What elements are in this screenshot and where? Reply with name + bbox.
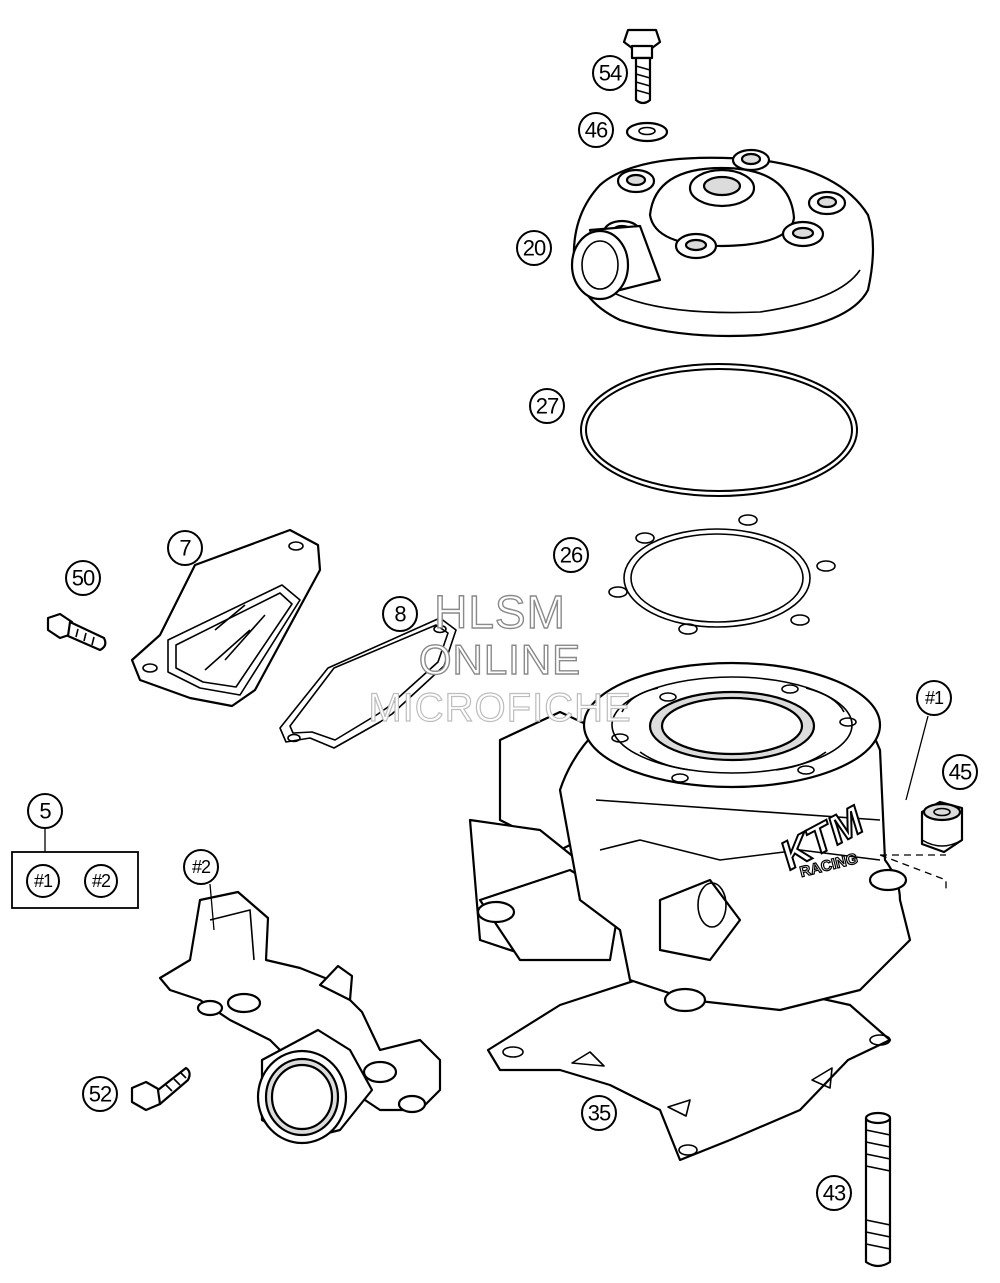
nut-stud-guide-line [879,854,947,890]
svg-text:54: 54 [599,61,622,86]
part-45-nut[interactable] [920,800,964,854]
callout-43[interactable]: 43 [816,1175,852,1211]
part-7-intake-flange[interactable] [130,528,322,708]
callout-35[interactable]: 35 [581,1095,617,1131]
svg-text:35: 35 [588,1101,611,1126]
part-50-bolt[interactable] [46,612,107,652]
svg-text:#1: #1 [34,871,53,891]
part-52-bolt[interactable] [130,1066,191,1112]
callout-27[interactable]: 27 [529,388,565,424]
leader-lines [209,715,929,931]
kit-5-box [11,828,139,909]
callout-46[interactable]: 46 [578,112,614,148]
svg-text:8: 8 [394,602,406,627]
svg-text:45: 45 [949,760,972,785]
kit-callout-1[interactable]: #1 [26,864,60,898]
part-43-stud[interactable] [864,1111,892,1268]
svg-text:46: 46 [585,118,608,143]
callout-5[interactable]: 5 [27,793,63,829]
callout-2[interactable]: #2 [183,849,219,885]
svg-text:20: 20 [523,236,546,261]
callout-1[interactable]: #1 [916,680,952,716]
svg-text:5: 5 [39,799,51,824]
callout-7[interactable]: 7 [167,530,203,566]
svg-text:52: 52 [89,1082,112,1107]
part-8-flange-gasket[interactable] [279,617,457,749]
svg-text:#2: #2 [192,857,211,877]
part-20-cylinder-head[interactable] [570,148,875,338]
part-46-washer[interactable] [625,121,669,143]
callout-26[interactable]: 26 [553,537,589,573]
callout-45[interactable]: 45 [942,754,978,790]
svg-text:27: 27 [536,394,559,419]
callout-8[interactable]: 8 [382,596,418,632]
svg-text:26: 26 [560,543,583,568]
svg-text:50: 50 [72,566,95,591]
callout-52[interactable]: 52 [82,1076,118,1112]
svg-text:#2: #2 [92,871,111,891]
kit-callout-2[interactable]: #2 [84,864,118,898]
callout-54[interactable]: 54 [592,55,628,91]
svg-text:#1: #1 [925,688,944,708]
part-1-cylinder[interactable]: KTM RACING [468,661,912,1162]
part-26-head-gasket[interactable] [608,514,836,635]
svg-text:7: 7 [179,536,191,561]
part-2-intake-manifold[interactable] [158,890,442,1145]
callout-20[interactable]: 20 [516,230,552,266]
svg-text:43: 43 [823,1181,846,1206]
part-27-o-ring[interactable] [580,363,858,497]
part-54-head-bolt[interactable] [622,28,662,105]
callout-50[interactable]: 50 [65,560,101,596]
